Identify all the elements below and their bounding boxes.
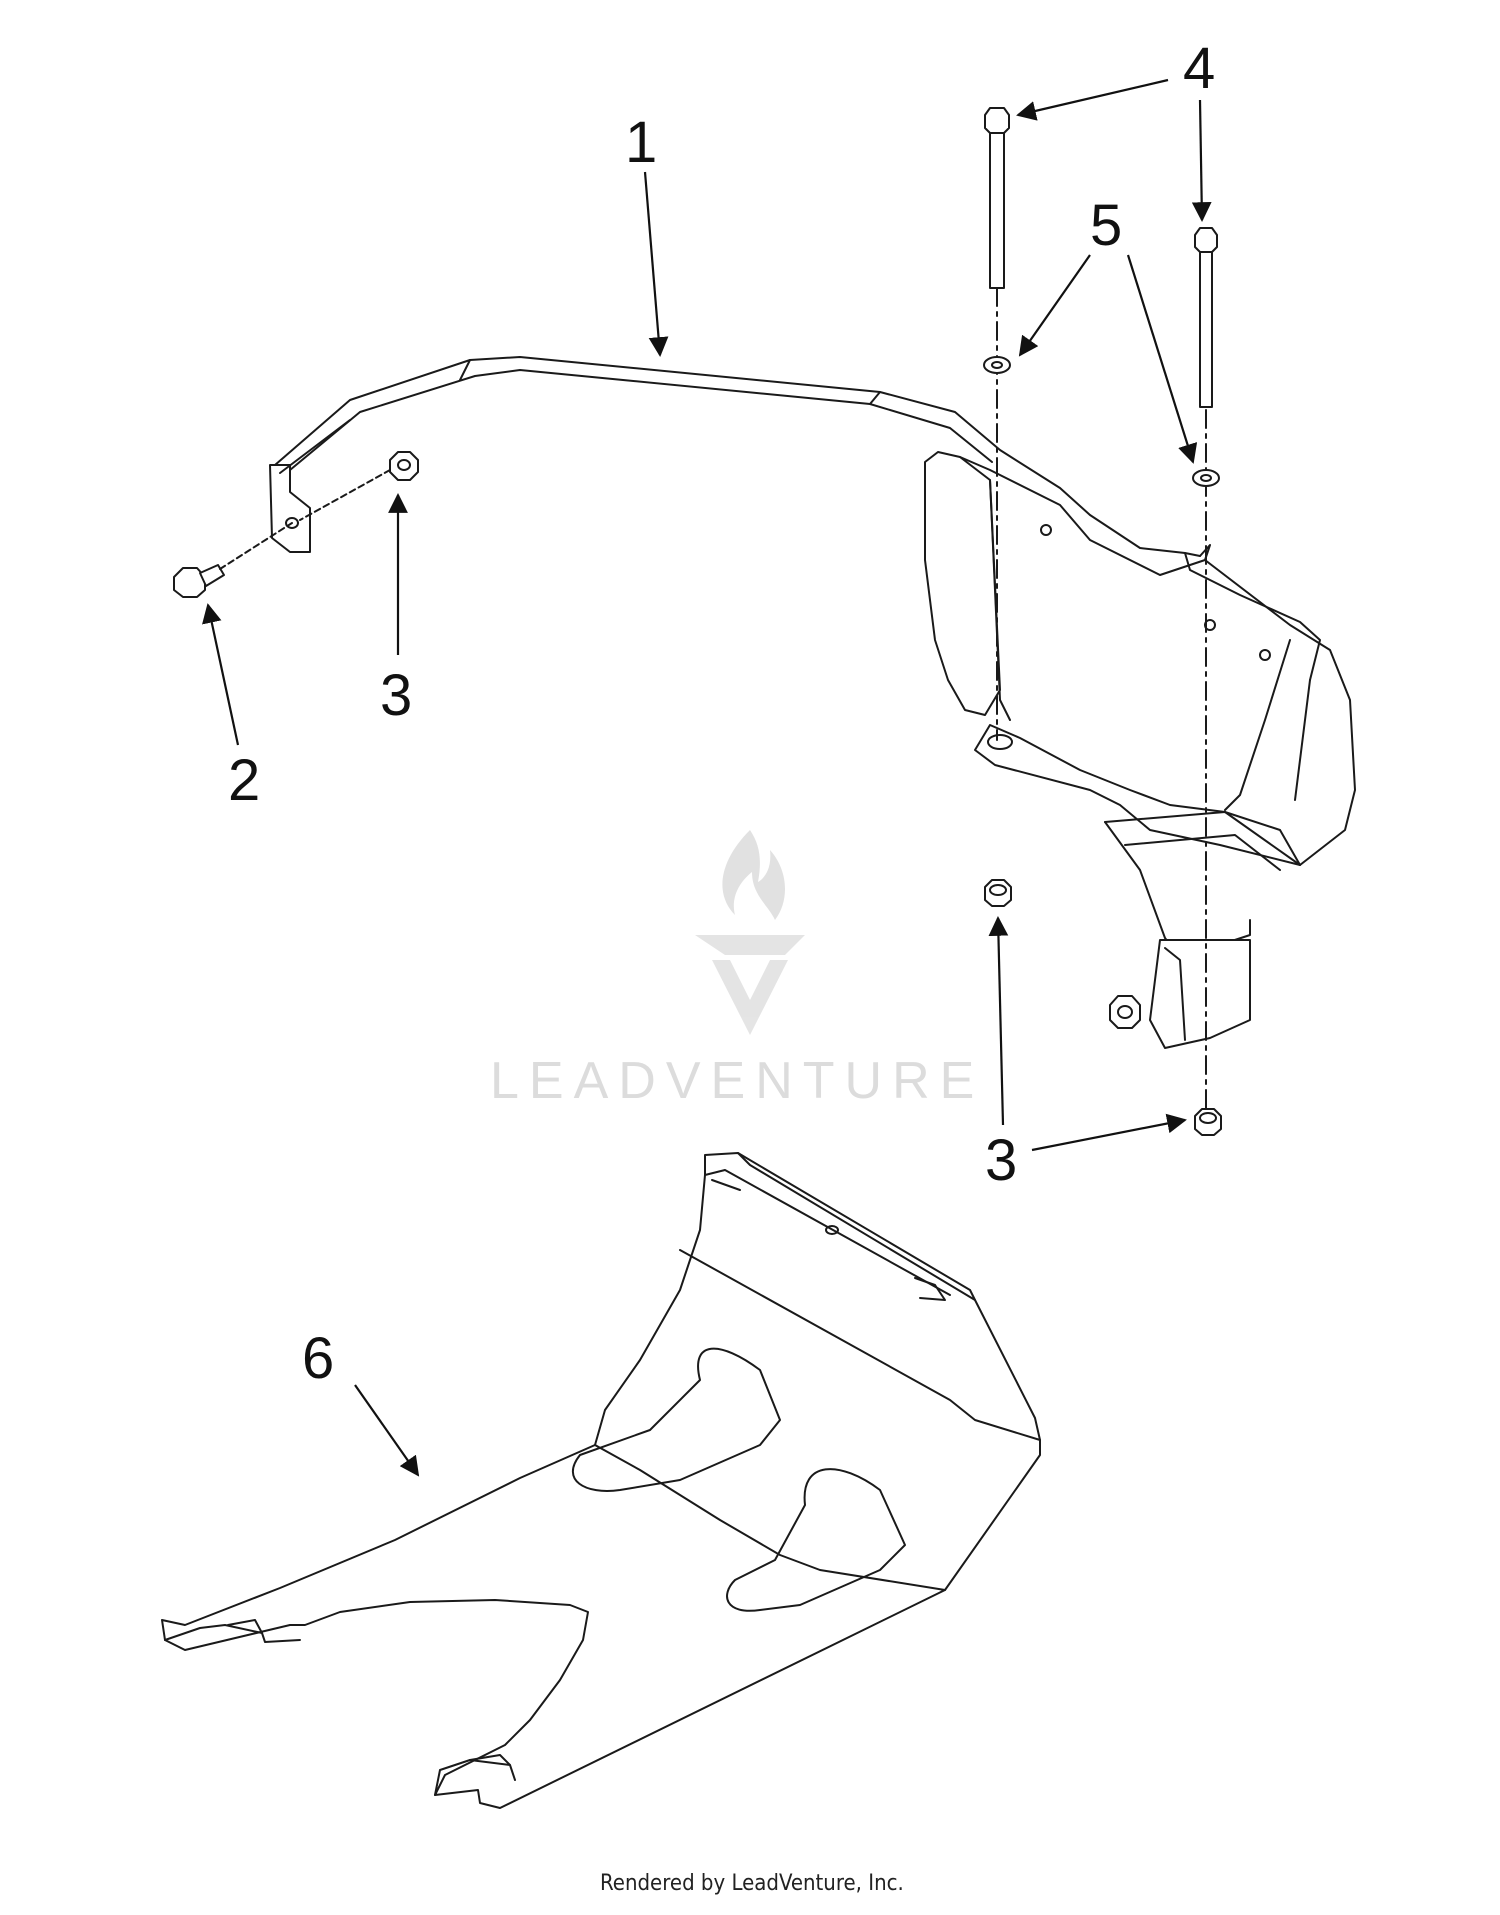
part-5-washer-right [1192,469,1220,487]
leader-4-right [1191,99,1212,222]
callout-2: 2 [228,748,260,813]
part-4-bolt-right [1194,227,1218,1121]
callout-5: 5 [1090,193,1122,258]
callout-6: 6 [302,1326,334,1391]
part-2-bolt [173,522,293,598]
leader-lines [202,78,1212,1477]
part-5-washer-left [983,356,1011,374]
part-6-plate [161,1152,1041,1809]
callout-3-left: 3 [380,663,412,728]
callout-4: 4 [1183,36,1215,101]
watermark: LEADVENTURE [490,830,984,1110]
watermark-logo-icon [695,830,805,1035]
nut-on-bracket [1109,995,1141,1029]
part-3-nut-right [1194,1108,1222,1136]
leader-5-left [1018,254,1091,357]
part-1-bracket [269,356,1356,1049]
leader-3-center [988,916,1009,1126]
leader-1 [643,171,669,357]
leader-5-right [1126,254,1198,464]
part-3-nut-left [299,451,419,521]
leader-6 [354,1384,420,1477]
footer-credit: Rendered by LeadVenture, Inc. [600,1871,904,1896]
callout-3-bottom: 3 [985,1128,1017,1193]
watermark-text: LEADVENTURE [490,1052,984,1110]
leader-4-left [1016,78,1169,121]
part-3-nut-center [984,879,1012,907]
callout-1: 1 [625,110,657,175]
callouts: 1 2 3 3 4 5 6 [228,36,1215,1391]
leader-2 [202,603,240,746]
leader-3-right [1031,1113,1187,1152]
